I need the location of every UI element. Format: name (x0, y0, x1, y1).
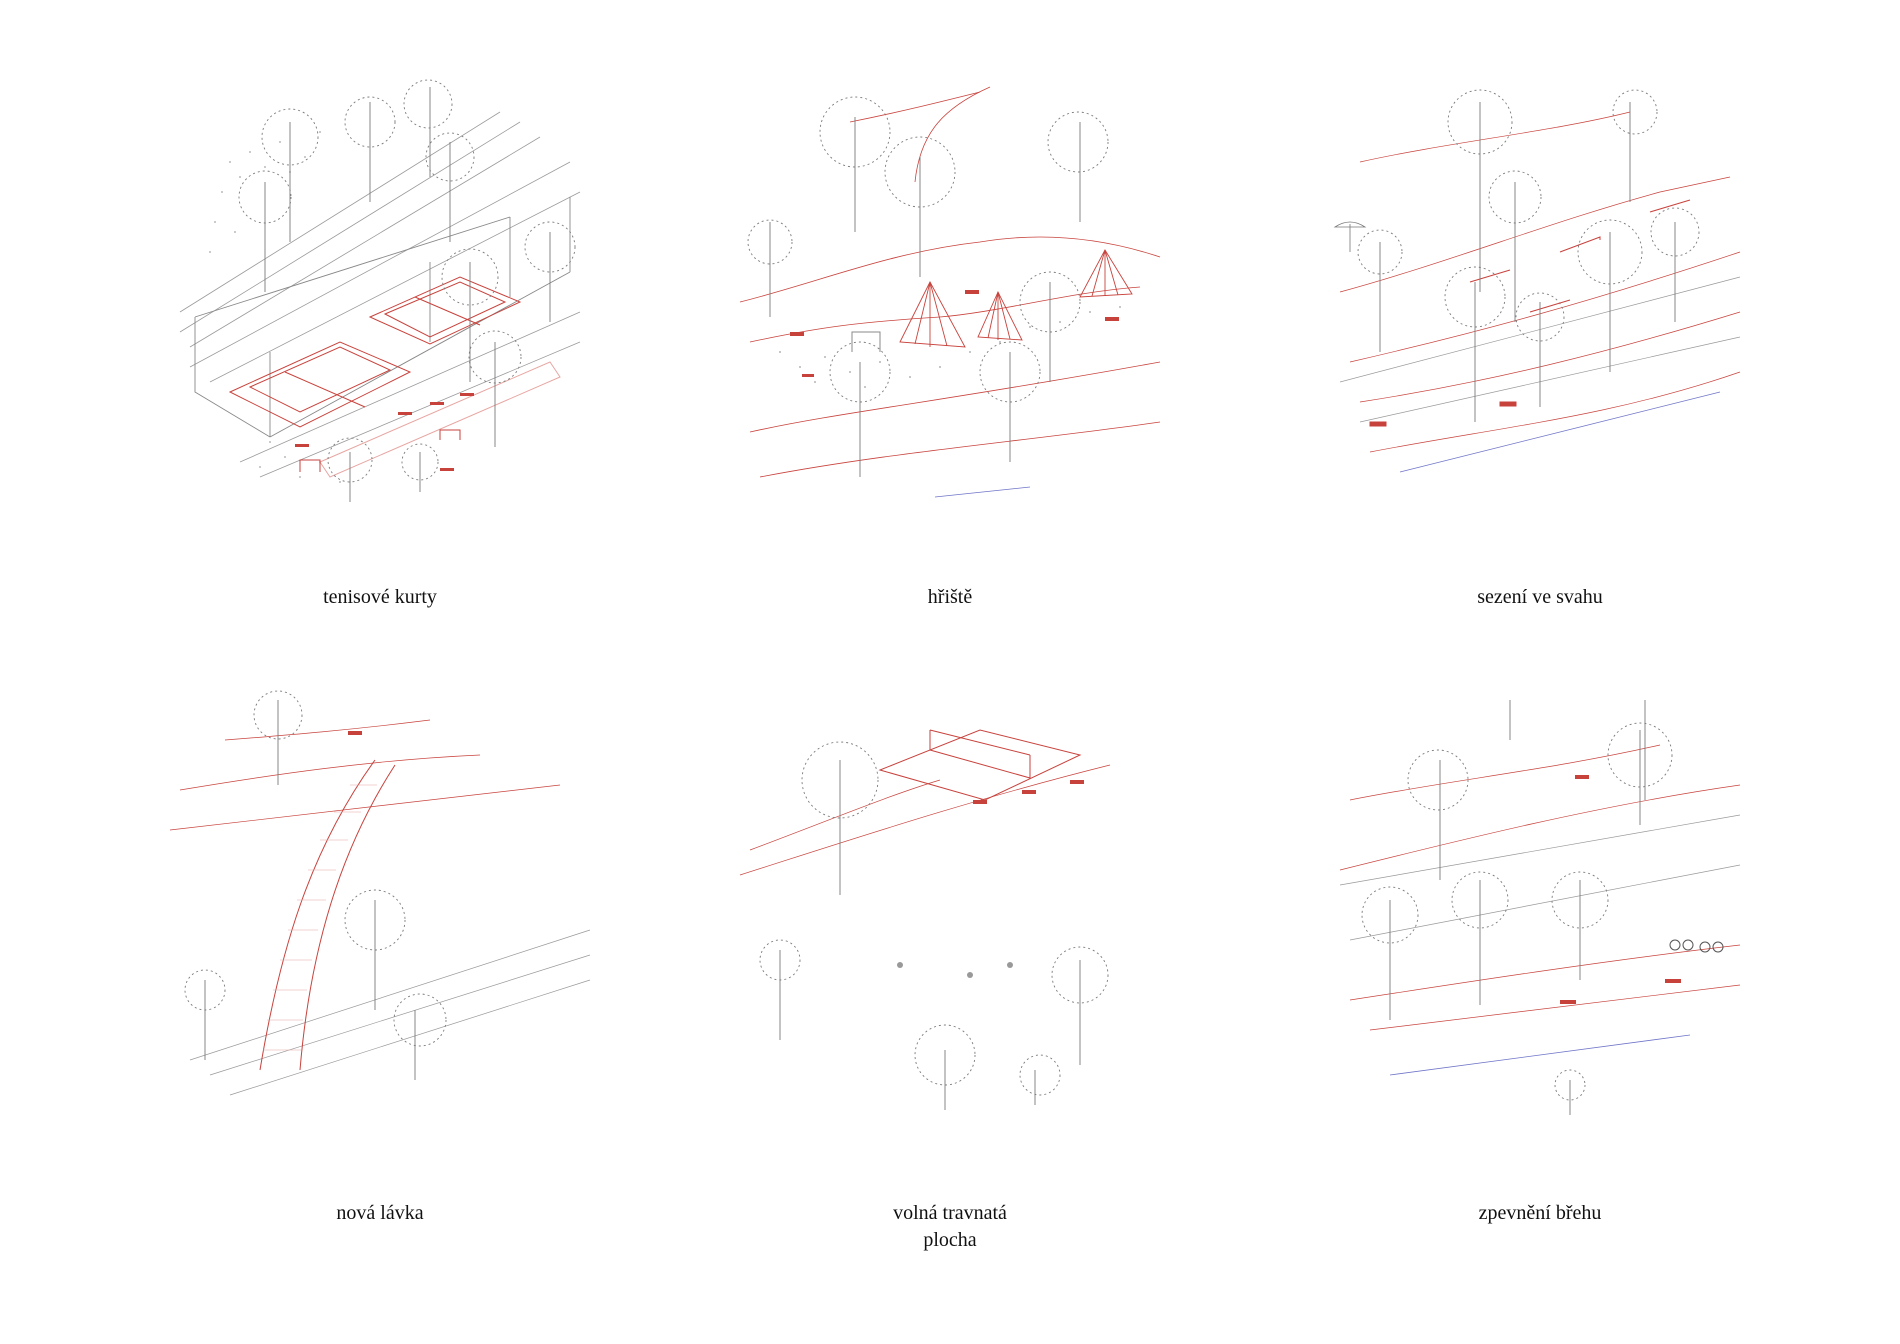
vignette-playground (739, 82, 1161, 502)
vignette-slope-seating (1330, 82, 1750, 502)
terrace-lines (179, 111, 581, 478)
caption-line: sezení ve svahu (1477, 586, 1603, 608)
trees (238, 79, 576, 502)
benches (790, 290, 1119, 377)
footbridge-drawing (169, 690, 591, 1096)
trees (184, 690, 447, 1080)
caption-new-footbridge: nová lávka (170, 1200, 590, 1227)
water-edge (1399, 391, 1721, 473)
terrace-lines (1339, 744, 1741, 1031)
bench (348, 731, 362, 735)
water-edge (934, 486, 1031, 498)
caption-tennis-courts: tenisové kurty (170, 584, 590, 611)
vignette-riverbank-reinforcement (1330, 700, 1750, 1120)
benches (1369, 199, 1691, 427)
court-lines (228, 276, 561, 478)
net-pyramids (899, 249, 1133, 348)
fence-frame (194, 197, 571, 438)
caption-line: nová lávka (336, 1202, 424, 1224)
trees (1361, 700, 1673, 1115)
benches (973, 780, 1084, 804)
terrace-lines (1339, 111, 1741, 453)
trees (747, 96, 1109, 477)
benches (1560, 775, 1681, 1004)
vignette-new-footbridge (169, 690, 591, 1120)
vignette-open-grass-area (739, 700, 1160, 1120)
trees (759, 741, 1109, 1110)
slope-seating-drawing (1333, 89, 1741, 473)
umbrella (1333, 221, 1367, 252)
swing-set (851, 331, 881, 352)
paths (739, 764, 1111, 876)
trees (1357, 89, 1700, 422)
vignette-tennis-courts (170, 79, 590, 502)
volleyball-court (878, 729, 1082, 801)
playground-drawing (739, 86, 1161, 498)
footbridge-decking (263, 784, 377, 1051)
caption-line: hřiště (927, 586, 973, 608)
water-edge (1389, 1034, 1691, 1076)
riverbank-lines (189, 929, 591, 1096)
caption-slope-seating: sezení ve svahu (1330, 584, 1750, 611)
footbridge (259, 759, 396, 1071)
caption-line: zpevnění břehu (1478, 1202, 1602, 1224)
people (897, 962, 1013, 978)
cyclists (1669, 939, 1724, 953)
benches (295, 393, 474, 471)
caption-line: plocha (923, 1229, 977, 1251)
caption-riverbank-reinforcement: zpevnění břehu (1330, 1200, 1750, 1227)
open-grass-drawing (739, 729, 1111, 1110)
playground-swings (299, 429, 461, 472)
tennis-courts-drawing (179, 79, 581, 502)
stipple-area (779, 306, 1121, 388)
caption-line: tenisové kurty (323, 586, 437, 608)
caption-open-grass-area: volná travnatá plocha (740, 1200, 1160, 1254)
terrace-gray (1339, 814, 1741, 941)
stipple-texture (209, 131, 341, 483)
riverbank-drawing (1339, 700, 1741, 1115)
caption-playground: hřiště (740, 584, 1160, 611)
caption-line: volná travnatá (893, 1202, 1007, 1224)
paths (739, 86, 1161, 478)
